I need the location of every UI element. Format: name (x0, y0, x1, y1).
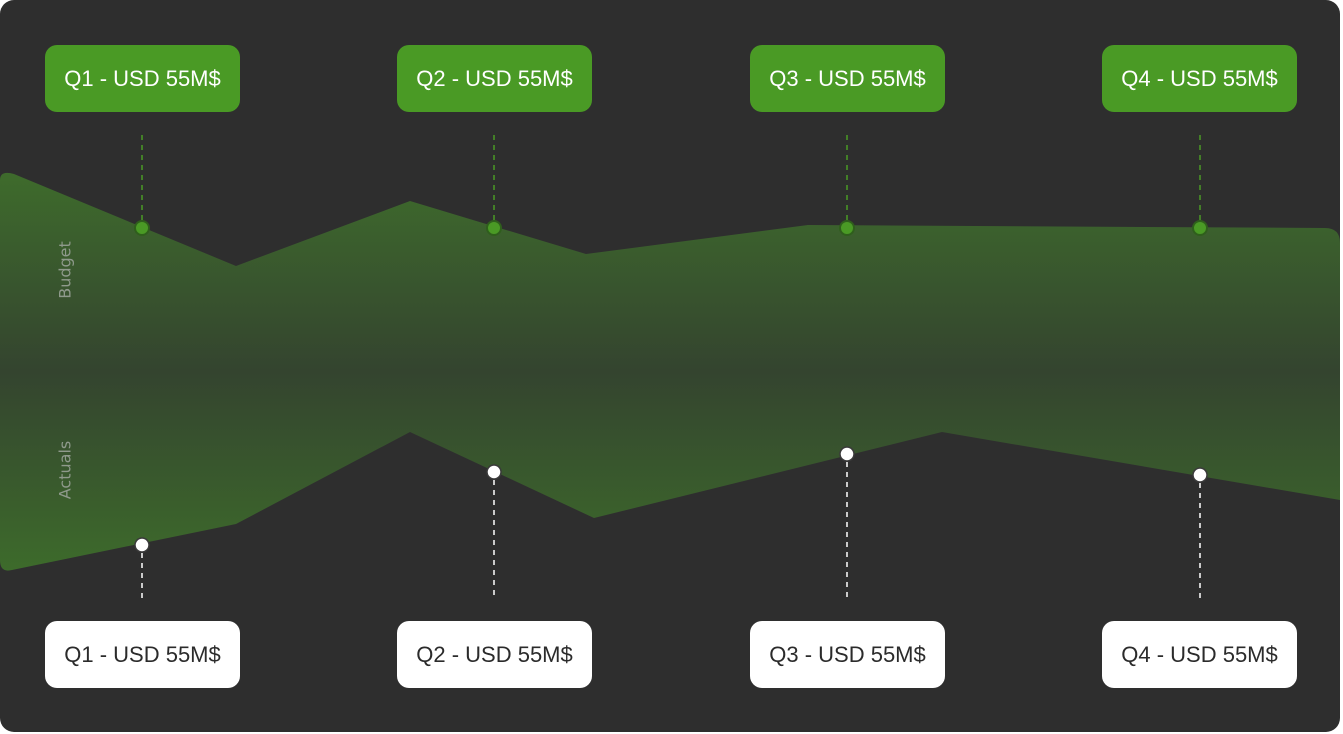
budget-point-q1 (134, 220, 150, 236)
actuals-callout-q2: Q2 - USD 55M$ (397, 621, 592, 688)
budget-point-q4 (1192, 220, 1208, 236)
budget-point-q3 (839, 220, 855, 236)
budget-point-q2 (486, 220, 502, 236)
connector-lines (141, 135, 1201, 600)
data-markers (134, 220, 1208, 553)
budget-actuals-band (0, 172, 1340, 571)
actuals-point-q3 (839, 446, 855, 462)
budget-callout-q1: Q1 - USD 55M$ (45, 45, 240, 112)
actuals-point-q1 (134, 537, 150, 553)
actuals-callout-q4: Q4 - USD 55M$ (1102, 621, 1297, 688)
actuals-row-label: Actuals (55, 440, 75, 500)
actuals-point-q2 (486, 464, 502, 480)
actuals-point-q4 (1192, 467, 1208, 483)
actuals-callout-q3: Q3 - USD 55M$ (750, 621, 945, 688)
budget-row-label: Budget (55, 241, 75, 299)
budget-callout-q3: Q3 - USD 55M$ (750, 45, 945, 112)
budget-callout-q2: Q2 - USD 55M$ (397, 45, 592, 112)
actuals-callout-q1: Q1 - USD 55M$ (45, 621, 240, 688)
budget-callout-q4: Q4 - USD 55M$ (1102, 45, 1297, 112)
